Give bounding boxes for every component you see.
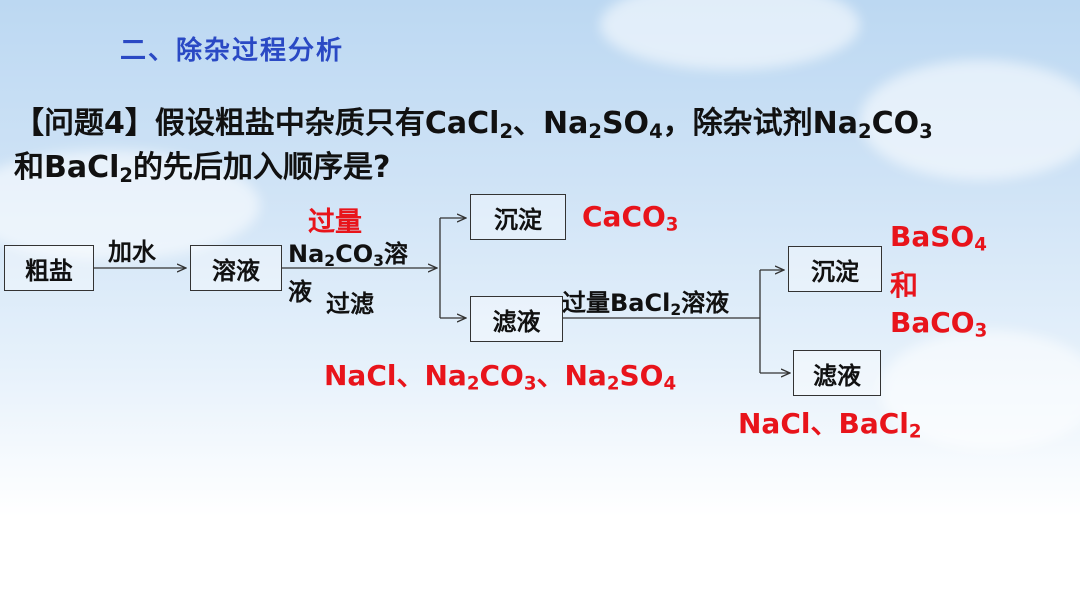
background-cloud xyxy=(600,0,860,70)
subscript: 3 xyxy=(919,119,933,143)
background-cloud xyxy=(880,330,1080,450)
precipitate-box-1: 沉淀 xyxy=(470,194,566,240)
and-label: 和 xyxy=(890,269,919,302)
formula-text: BaCO xyxy=(890,306,975,339)
subscript: 2 xyxy=(119,163,133,187)
filtrate-box-1: 滤液 xyxy=(470,296,563,342)
question-text: ，除杂试剂Na xyxy=(662,106,858,141)
caco3-product: CaCO3 xyxy=(582,200,679,236)
subscript: 2 xyxy=(670,300,682,319)
subscript: 4 xyxy=(974,234,987,256)
solution-box: 溶液 xyxy=(190,245,282,291)
question-text: 和BaCl xyxy=(14,150,120,185)
background-cloud xyxy=(860,60,1080,180)
question-text: 、Na xyxy=(513,106,589,141)
question-text: CO xyxy=(871,106,920,141)
formula-text: SO xyxy=(619,359,664,392)
question-text: 的先后加入顺序是? xyxy=(133,150,391,185)
baso4-product: BaSO4 xyxy=(890,220,987,256)
formula-text: NaCl、BaCl xyxy=(738,407,909,440)
subscript: 3 xyxy=(523,373,537,395)
formula-text: 溶 xyxy=(384,240,409,268)
formula-text: 溶液 xyxy=(681,289,730,317)
subscript: 4 xyxy=(663,373,677,395)
subscript: 2 xyxy=(499,119,514,143)
question-text: 【问题4】假设粗盐中杂质只有CaCl xyxy=(14,106,500,141)
formula-text: CO xyxy=(335,240,374,268)
formula-text: NaCl、Na xyxy=(324,359,467,392)
formula-text: Na xyxy=(288,240,325,268)
subscript: 2 xyxy=(606,373,620,395)
formula-text: CaCO xyxy=(582,200,666,233)
question-line-2: 和BaCl2的先后加入顺序是? xyxy=(14,142,390,186)
filtrate1-contents: NaCl、Na2CO3、Na2SO4 xyxy=(324,354,676,394)
subscript: 3 xyxy=(373,251,385,270)
formula-text: CO xyxy=(479,359,524,392)
subscript: 2 xyxy=(466,373,480,395)
subscript: 3 xyxy=(974,320,988,342)
bacl2-label: 过量BaCl2溶液 xyxy=(562,283,729,318)
filter-label: 过滤 xyxy=(326,290,374,318)
subscript: 2 xyxy=(588,119,602,143)
formula-text: 过量BaCl xyxy=(562,289,671,317)
crude-salt-box: 粗盐 xyxy=(4,245,94,291)
subscript: 3 xyxy=(665,214,679,236)
subscript: 4 xyxy=(649,119,663,143)
filtrate2-contents: NaCl、BaCl2 xyxy=(738,402,922,442)
filtrate-box-2: 滤液 xyxy=(793,350,881,396)
question-text: SO xyxy=(601,106,650,141)
excess-label: 过量 xyxy=(308,207,362,238)
background-cloud xyxy=(0,150,260,260)
subscript: 2 xyxy=(908,421,922,443)
baco3-product: BaCO3 xyxy=(890,306,988,342)
solution-suffix-label: 液 xyxy=(288,278,312,306)
add-water-label: 加水 xyxy=(108,238,156,266)
question-line-1: 【问题4】假设粗盐中杂质只有CaCl2、Na2SO4，除杂试剂Na2CO3 xyxy=(14,98,933,142)
formula-text: 、Na xyxy=(536,359,607,392)
subscript: 2 xyxy=(324,251,336,270)
na2co3-label: Na2CO3溶 xyxy=(288,234,408,269)
section-title: 二、除杂过程分析 xyxy=(120,36,345,66)
formula-text: BaSO xyxy=(890,220,975,253)
subscript: 2 xyxy=(858,119,872,143)
precipitate-box-2: 沉淀 xyxy=(788,246,882,292)
